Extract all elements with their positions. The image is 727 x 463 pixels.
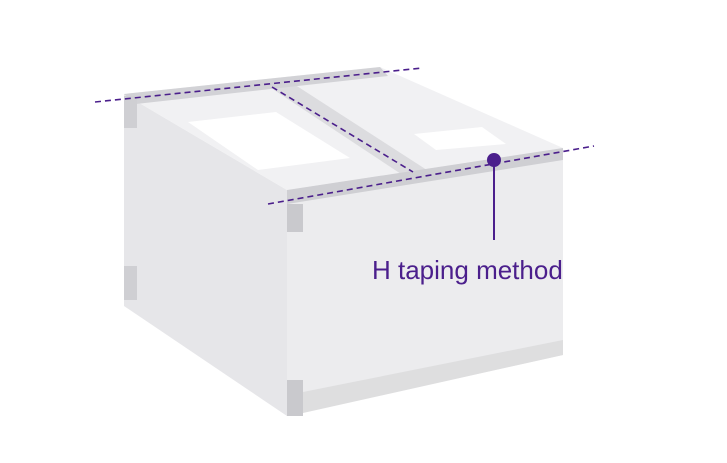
tape-guide-lines xyxy=(94,67,595,205)
label-window-left xyxy=(188,112,350,170)
guide-line-center xyxy=(271,86,414,173)
callout-dot xyxy=(487,153,501,167)
corner-tape-front-top xyxy=(287,204,303,232)
label-window-right xyxy=(414,127,506,150)
box-illustration xyxy=(124,67,563,416)
box-left-face xyxy=(124,94,287,416)
front-bottom-band xyxy=(303,340,563,413)
guide-line-back xyxy=(94,67,423,103)
guide-line-front xyxy=(267,145,595,205)
corner-tape-front-bottom xyxy=(287,380,303,416)
center-tape-strip xyxy=(262,79,430,176)
corner-tape-bottom-left xyxy=(124,266,137,300)
callout-label: H taping method xyxy=(372,255,563,285)
callout-pointer xyxy=(487,153,501,240)
corner-tape-top-left xyxy=(124,96,137,128)
